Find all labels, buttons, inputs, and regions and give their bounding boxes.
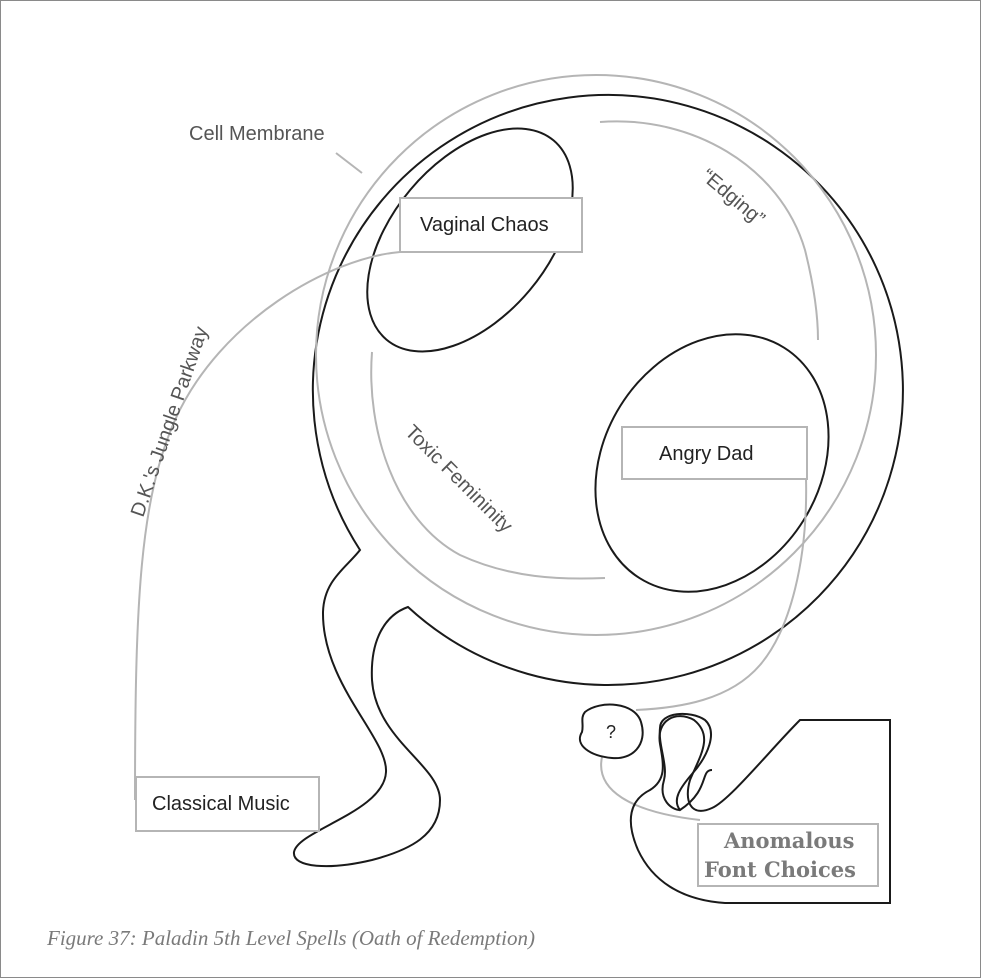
- toxic-femininity-connector: [370, 351, 606, 580]
- question-mark-label: ?: [606, 722, 616, 742]
- cell-membrane-label: Cell Membrane: [189, 123, 325, 145]
- anomalous-box: [697, 823, 879, 887]
- edging-connector: [599, 120, 819, 341]
- question-anomalous-connector: [600, 756, 701, 821]
- dk-jungle-parkway-label: D.K.'s Jungle Parkway: [127, 324, 213, 520]
- figure-caption: Figure 37: Paladin 5th Level Spells (Oat…: [46, 926, 535, 950]
- hook-shape: [658, 712, 713, 812]
- cell-membrane-inner: [315, 74, 877, 636]
- classical-music-box: [135, 776, 320, 832]
- angry-dad-label: Angry Dad: [659, 443, 754, 465]
- anomalous-label-line2: Font Choices: [704, 857, 856, 882]
- vaginal-chaos-box: [399, 197, 583, 253]
- dk-jungle-parkway-connector: [134, 251, 401, 801]
- cell-outer-outline: [293, 94, 904, 868]
- vaginal-chaos-ellipse: [366, 127, 574, 353]
- question-blob: [579, 703, 644, 760]
- angry-dad-box: [621, 426, 808, 480]
- classical-music-label: Classical Music: [152, 793, 290, 815]
- cell-membrane-pointer: [335, 152, 363, 174]
- anomalous-label-line1: Anomalous: [723, 828, 854, 853]
- vaginal-chaos-label: Vaginal Chaos: [420, 214, 549, 236]
- foot-shape: [629, 715, 891, 904]
- angry-dad-question-connector: [635, 477, 808, 711]
- angry-dad-ellipse: [594, 333, 830, 593]
